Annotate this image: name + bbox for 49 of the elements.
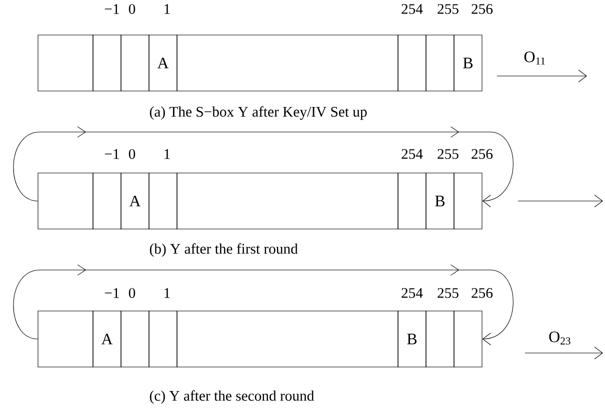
array-cell [398, 34, 426, 92]
array-cell [176, 172, 398, 230]
array-cell [120, 310, 150, 368]
index-number: 256 [472, 288, 493, 298]
array-cell: A [92, 310, 122, 368]
array-cell: A [148, 34, 178, 92]
index-number: 1 [164, 288, 170, 298]
index-number: −1 [104, 149, 119, 159]
array-cell [176, 310, 398, 368]
index-number: 254 [402, 149, 423, 159]
array-cell: B [426, 172, 454, 230]
array-cell [426, 310, 454, 368]
array-cell: B [398, 310, 426, 368]
index-number: 255 [438, 149, 458, 159]
index-number: −1 [104, 4, 119, 14]
array-cell [38, 172, 94, 230]
index-number: 1 [164, 4, 170, 14]
index-number: −1 [104, 288, 119, 298]
array-cell [176, 34, 398, 92]
index-number: 0 [128, 149, 136, 159]
index-number: 0 [128, 288, 136, 298]
index-number: 255 [438, 4, 458, 14]
array-cell [148, 172, 178, 230]
caption: (a) The S−box Y after Key/IV Set up [150, 106, 367, 120]
index-number: 254 [402, 4, 423, 14]
array-cell [38, 310, 94, 368]
index-number: 0 [128, 4, 136, 14]
index-number: 254 [402, 288, 423, 298]
array-cell [454, 310, 482, 368]
caption: (b) Y after the first round [150, 243, 298, 257]
array-cell [398, 172, 426, 230]
array-cell [92, 172, 122, 230]
array-cell [92, 34, 122, 92]
array-cell: A [120, 172, 150, 230]
array-cell [120, 34, 150, 92]
index-number: 256 [472, 149, 493, 159]
wrap-around-arrow [13, 264, 514, 346]
array-cell [426, 34, 454, 92]
array-cell [38, 34, 94, 92]
index-number: 1 [164, 149, 170, 159]
array-cell: B [454, 34, 482, 92]
array-cell [148, 310, 178, 368]
output-label: O$_{11}$ [524, 52, 545, 64]
array-cell [454, 172, 482, 230]
index-number: 256 [472, 4, 493, 14]
caption: (c) Y after the second round [150, 390, 314, 404]
wrap-around-arrow [13, 126, 514, 208]
output-label: O$_{23}$ [549, 331, 570, 345]
index-number: 255 [438, 288, 458, 298]
